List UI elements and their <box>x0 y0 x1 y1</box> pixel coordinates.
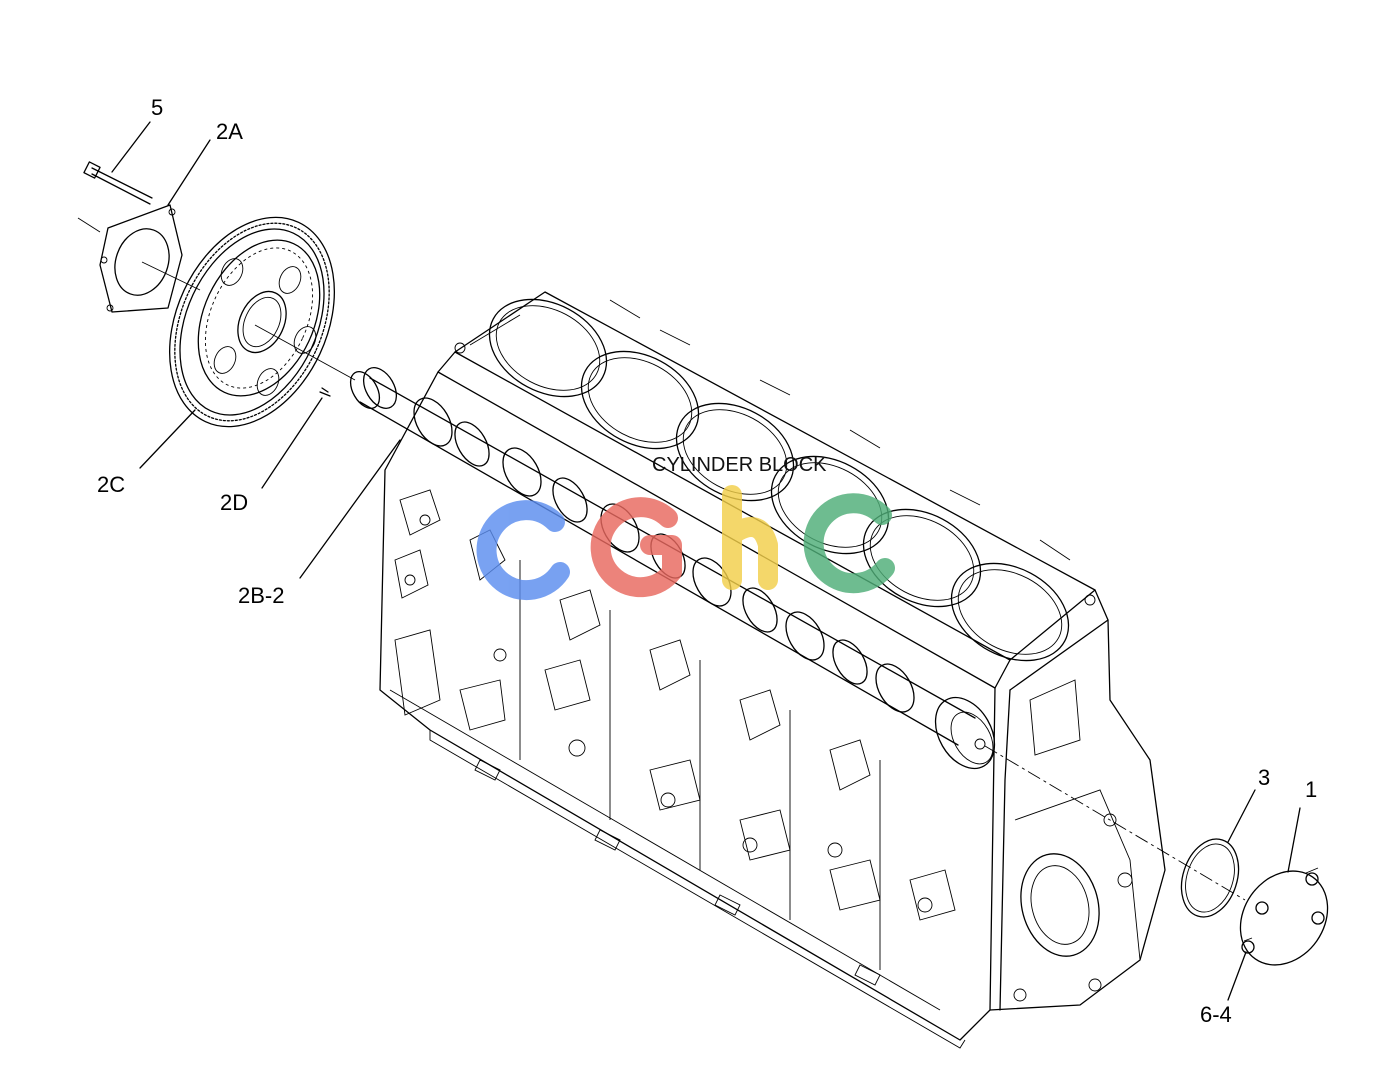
watermark-logo <box>476 485 895 601</box>
watermark-letter-g <box>590 497 682 598</box>
watermark-letter-c-2 <box>803 493 895 594</box>
label-2a: 2A <box>216 119 243 144</box>
camshaft-gear <box>169 216 335 428</box>
cylinder-bores <box>488 298 1070 662</box>
label-6-4: 6-4 <box>1200 1002 1232 1027</box>
label-2c: 2C <box>97 472 125 497</box>
cylinder-block <box>379 291 1166 1049</box>
label-5: 5 <box>151 95 163 120</box>
thrust-plate <box>99 204 201 313</box>
leader-lines <box>111 121 1301 1001</box>
label-3: 3 <box>1258 765 1270 790</box>
label-2d: 2D <box>220 490 248 515</box>
o-ring-seal <box>1180 838 1240 918</box>
end-cover <box>1239 867 1329 966</box>
bolt <box>77 161 153 233</box>
dowel <box>319 387 331 397</box>
label-1: 1 <box>1305 777 1317 802</box>
label-2b-2: 2B-2 <box>238 583 284 608</box>
camshaft <box>254 324 1246 901</box>
diagram-title: CYLINDER BLOCK <box>652 454 827 476</box>
watermark-letter-h <box>722 485 778 590</box>
watermark-letter-c <box>476 500 570 601</box>
